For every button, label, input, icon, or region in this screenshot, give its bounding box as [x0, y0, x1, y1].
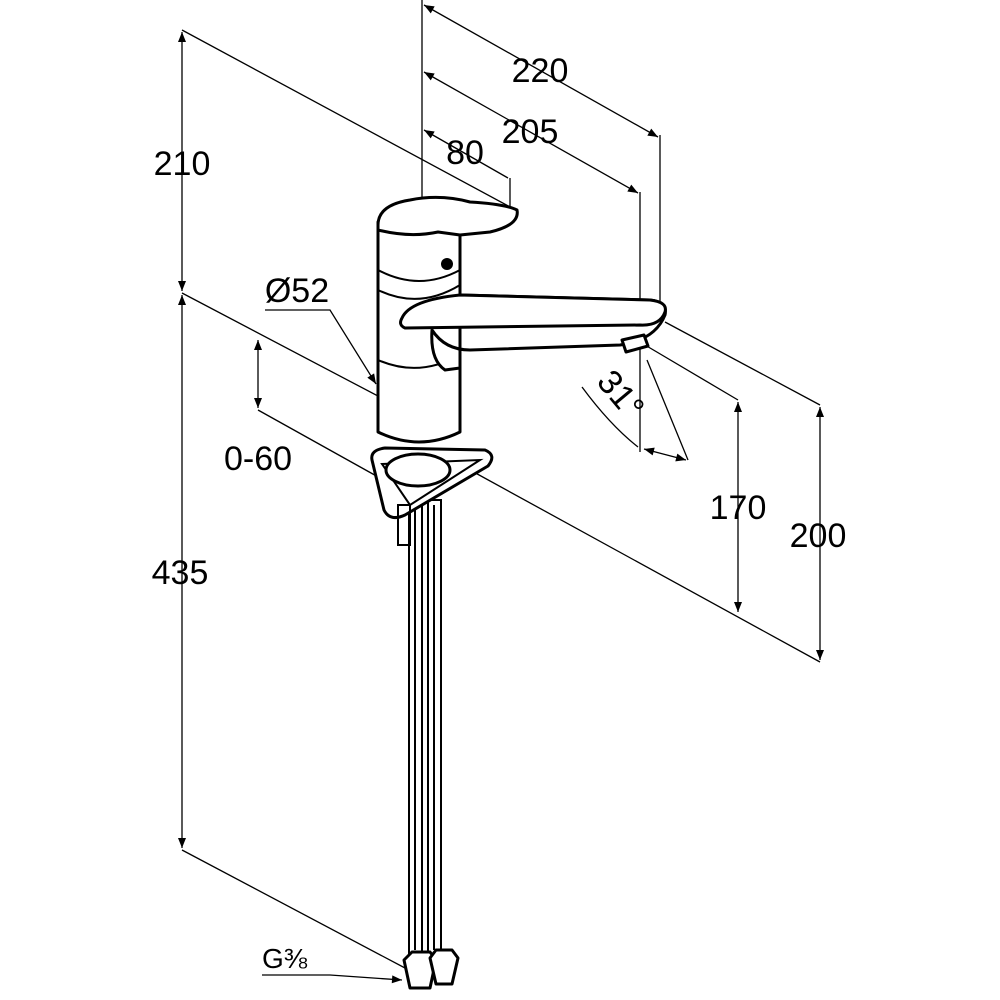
- dim-angle-31: 31°: [589, 363, 651, 427]
- dimension-lines: [178, 4, 824, 984]
- dim-205: 205: [502, 113, 559, 151]
- dim-220: 220: [512, 52, 569, 90]
- dim-diameter-52: Ø52: [265, 272, 329, 310]
- dimension-labels: 210 435 0-60 220 205 80 Ø52 31° 170 200 …: [152, 52, 847, 974]
- dim-435: 435: [152, 554, 209, 592]
- dim-170: 170: [710, 489, 767, 527]
- dim-80: 80: [446, 134, 484, 172]
- dim-210: 210: [154, 145, 211, 183]
- connection-thread-label: G⅜: [262, 943, 308, 974]
- faucet-illustration: [370, 195, 667, 990]
- dim-0-60: 0-60: [224, 440, 292, 478]
- dim-200: 200: [790, 517, 847, 555]
